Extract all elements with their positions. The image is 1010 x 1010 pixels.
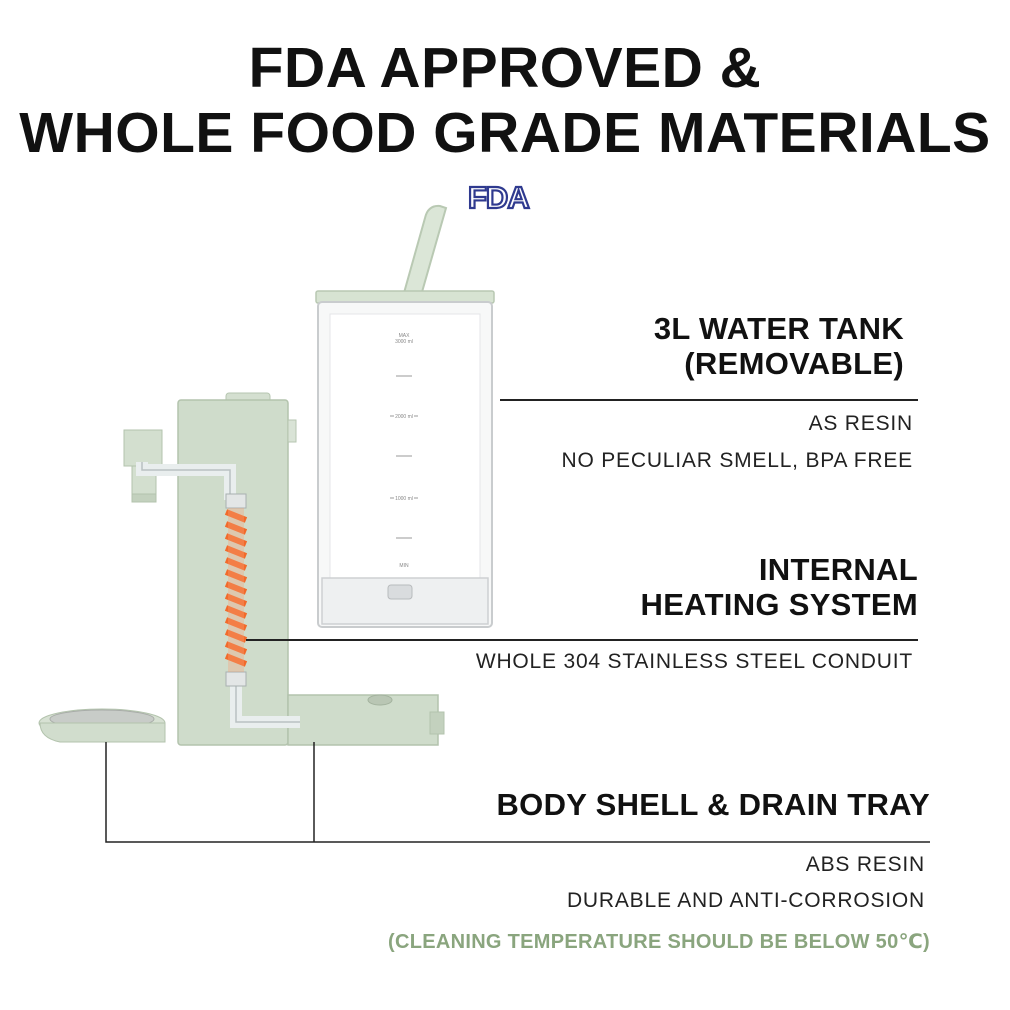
tank-1000-label: 1000 ml (395, 496, 413, 502)
feature-tank-heading: 3L WATER TANK (REMOVABLE) (653, 311, 904, 381)
feature-tank-detail-2: NO PECULIAR SMELL, BPA FREE (561, 449, 913, 472)
tank-max-ml-label: 3000 ml (395, 339, 413, 345)
tank-2000-label: 2000 ml (395, 414, 413, 420)
water-tank: MAX 3000 ml 2000 ml 1000 ml MIN (315, 204, 495, 628)
feature-body-detail-1: ABS RESIN (805, 853, 925, 876)
dispenser-body (38, 392, 445, 746)
feature-tank-heading-line-2: (REMOVABLE) (684, 345, 904, 381)
tank-min-label: MIN (399, 563, 409, 569)
feature-heater-detail-1: WHOLE 304 STAINLESS STEEL CONDUIT (475, 650, 913, 673)
feature-tank-detail-1: AS RESIN (808, 412, 913, 435)
feature-heater-heading-line-2: HEATING SYSTEM (640, 586, 918, 622)
page-title-line-1: FDA APPROVED & (248, 36, 762, 100)
feature-heater-heading-line-1: INTERNAL (758, 552, 918, 587)
fda-logo-icon: FDA (467, 180, 532, 214)
feature-tank-heading-line-1: 3L WATER TANK (653, 311, 904, 346)
callout-line-tray (105, 742, 930, 843)
page-title-line-2: WHOLE FOOD GRADE MATERIALS (19, 101, 991, 165)
heater-coil (224, 509, 248, 667)
feature-body-detail-2: DURABLE AND ANTI-CORROSION (566, 889, 925, 912)
tank-max-label: MAX (399, 333, 411, 339)
feature-body-heading-line-1: BODY SHELL & DRAIN TRAY (496, 787, 930, 822)
fda-logo-text: FDA (468, 180, 529, 214)
cleaning-temperature-note: (CLEANING TEMPERATURE SHOULD BE BELOW 50… (387, 931, 930, 953)
feature-heater-heading: INTERNAL HEATING SYSTEM (640, 552, 918, 622)
feature-body-heading: BODY SHELL & DRAIN TRAY (496, 787, 931, 823)
